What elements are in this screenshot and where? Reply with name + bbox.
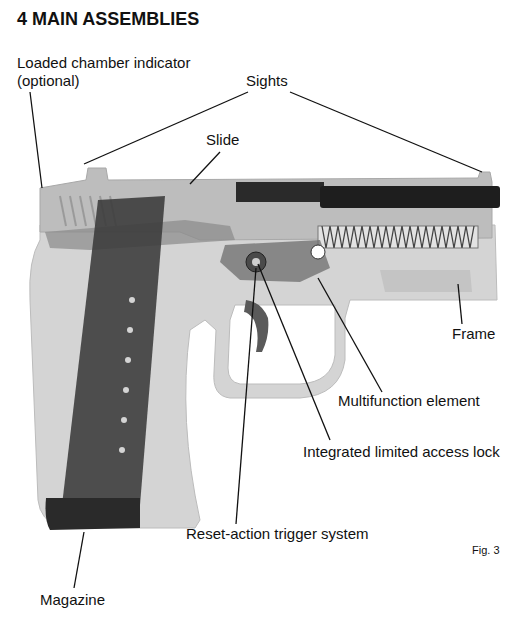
serration <box>70 196 76 226</box>
witness-hole <box>123 387 129 393</box>
recoil-spring-housing <box>318 226 478 248</box>
leader-line <box>458 284 462 324</box>
leader-line <box>30 92 42 188</box>
magazine-holes <box>119 297 135 453</box>
ejection-port <box>236 182 324 202</box>
part-label: Loaded chamber indicator (optional) <box>17 54 222 90</box>
figure-number: Fig. 3 <box>472 541 500 559</box>
witness-hole <box>119 447 125 453</box>
witness-hole <box>125 357 131 363</box>
trigger <box>244 300 268 352</box>
leader-line <box>318 278 382 392</box>
barrel <box>320 186 500 208</box>
leader-line <box>190 152 220 184</box>
witness-hole <box>127 327 133 333</box>
part-label: Multifunction element <box>338 392 480 410</box>
part-label: Integrated limited access lock <box>303 443 500 461</box>
leader-lines <box>30 92 482 588</box>
serration <box>60 196 66 226</box>
heading: 4 MAIN ASSEMBLIES <box>17 9 199 30</box>
magazine-body <box>62 196 165 505</box>
recoil-spring <box>322 226 474 248</box>
multifunction-element-part <box>220 240 330 282</box>
leader-line <box>236 268 256 524</box>
witness-hole <box>129 297 135 303</box>
part-label: Frame <box>452 325 495 343</box>
trigger-guard-opening <box>228 305 335 384</box>
leader-line <box>84 92 248 164</box>
leader-line <box>258 264 330 440</box>
leader-line <box>290 92 482 172</box>
part-label: Magazine <box>40 591 105 609</box>
magazine-base-plate <box>46 498 141 530</box>
part-label: Reset-action trigger system <box>186 525 369 543</box>
witness-hole <box>121 417 127 423</box>
part-label: Slide <box>206 131 239 149</box>
serration <box>90 196 96 226</box>
part-label: Sights <box>246 72 288 90</box>
pin <box>311 245 325 259</box>
serration <box>80 196 86 226</box>
leader-line <box>74 532 84 588</box>
